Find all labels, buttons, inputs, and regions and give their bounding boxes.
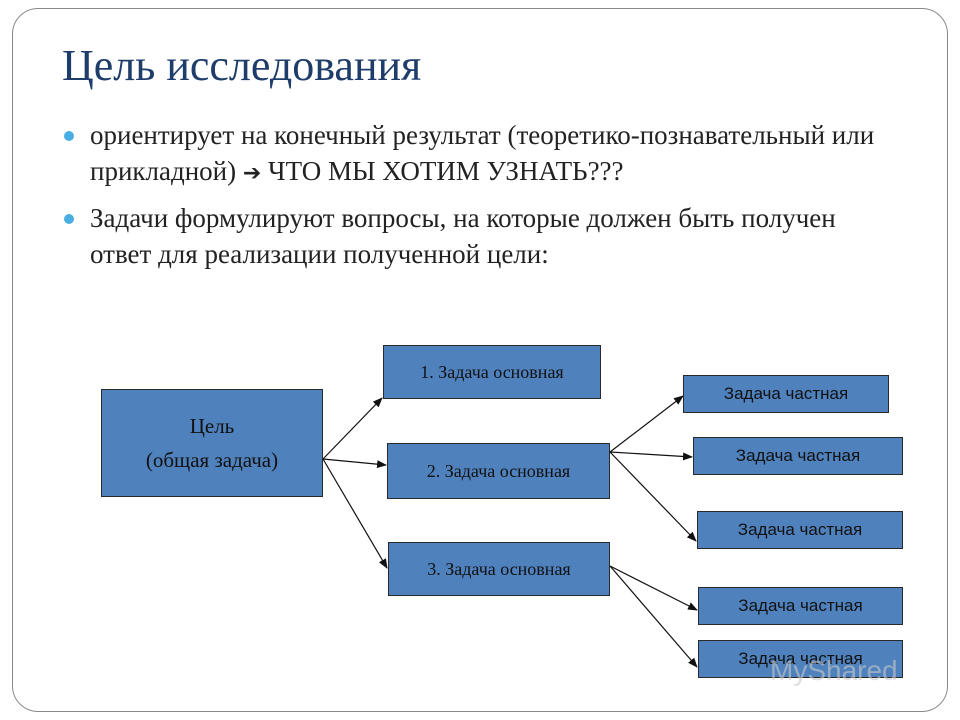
bullet-dot-icon [64, 214, 74, 224]
right-arrow-icon: ➔ [242, 161, 262, 186]
goal-label: Цель [189, 414, 235, 438]
sub-task-box-3: Задача частная [697, 511, 903, 549]
bullet-text-goal: ориентирует на конечный результат (теоре… [90, 120, 875, 186]
slide-title: Цель исследования [62, 41, 422, 90]
bullet-list: ориентирует на конечный результат (теоре… [62, 117, 882, 280]
sub-task-box-5: Задача частная [698, 640, 903, 678]
main-task-box-3: 3. Задача основная [388, 542, 610, 596]
bullet-text-tasks: Задачи формулируют вопросы, на которые д… [90, 203, 836, 269]
main-task-box-1: 1. Задача основная [383, 345, 601, 399]
goal-sublabel: (общая задача) [145, 448, 279, 472]
goal-box: Цель (общая задача) [101, 389, 323, 497]
bullet-text-question: ЧТО МЫ ХОТИМ УЗНАТЬ??? [268, 156, 624, 186]
bullet-dot-icon [64, 131, 74, 141]
sub-task-box-1: Задача частная [683, 375, 889, 413]
watermark-logo: MyShared [770, 655, 898, 686]
bullet-item-tasks: Задачи формулируют вопросы, на которые д… [62, 200, 882, 272]
sub-task-box-2: Задача частная [693, 437, 903, 475]
main-task-box-2: 2. Задача основная [387, 443, 610, 499]
bullet-item-goal: ориентирует на конечный результат (теоре… [62, 117, 882, 192]
sub-task-box-4: Задача частная [698, 587, 903, 625]
